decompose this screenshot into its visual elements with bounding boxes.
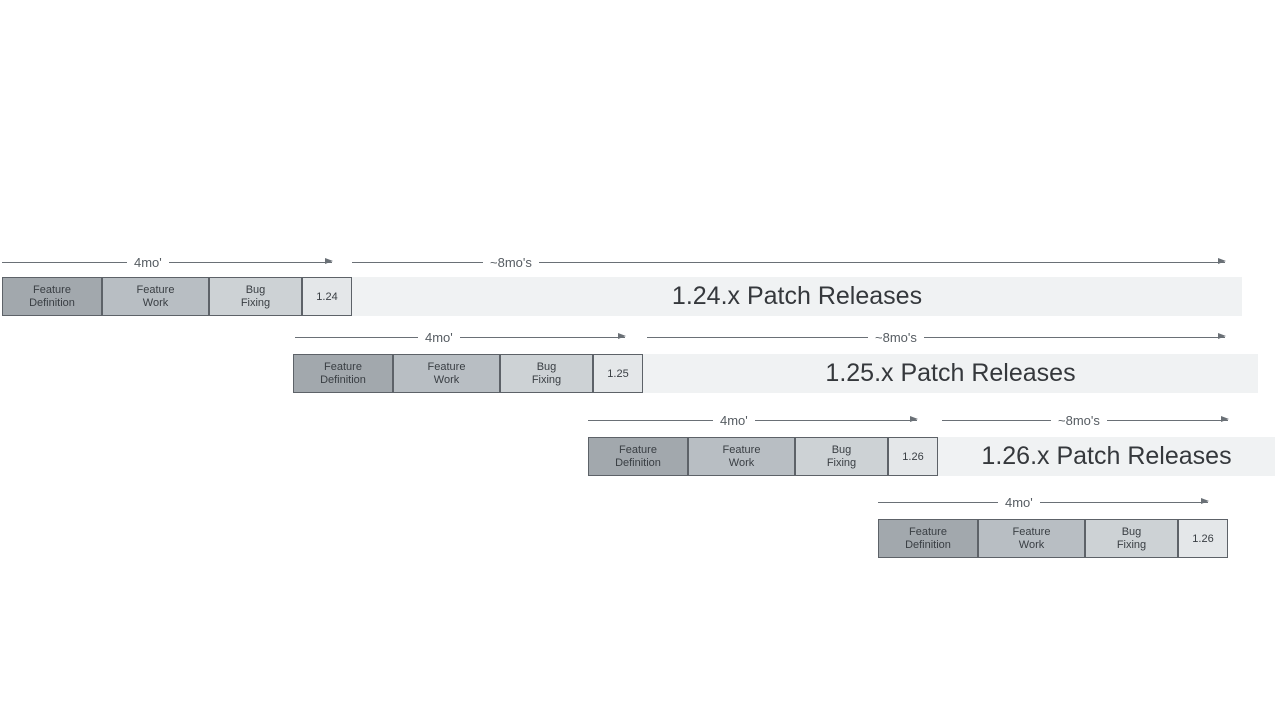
dev-duration-label: 4mo' [1005, 494, 1033, 510]
bug-fixing-box: Bug Fixing [500, 354, 593, 393]
arrow-head-line [754, 416, 919, 422]
feature-definition-box: Feature Definition [878, 519, 978, 558]
dev-duration-arrow: 4mo' [878, 493, 1210, 511]
version-label: 1.26 [1192, 532, 1214, 545]
feature-definition-box: Feature Definition [588, 437, 688, 476]
patch-releases-title: 1.25.x Patch Releases [825, 359, 1076, 387]
phase-boxes: Feature Definition Feature Work Bug Fixi… [2, 277, 352, 316]
phase-label: Feature Definition [615, 443, 661, 469]
version-box: 1.25 [593, 354, 643, 393]
version-box: 1.26 [888, 437, 938, 476]
phase-label: Bug Fixing [826, 443, 857, 469]
version-box: 1.24 [302, 277, 352, 316]
arrow-head-line [1039, 498, 1210, 504]
patch-duration-arrow: ~8mo's [647, 328, 1227, 346]
bug-fixing-box: Bug Fixing [209, 277, 302, 316]
patch-duration-arrow: ~8mo's [942, 411, 1230, 429]
phase-label: Bug Fixing [531, 360, 562, 386]
patch-releases-bar: 1.26.x Patch Releases [938, 437, 1275, 476]
dev-duration-label: 4mo' [425, 329, 453, 345]
phase-label: Feature Work [427, 360, 466, 386]
version-label: 1.25 [607, 367, 629, 380]
arrow-line [942, 419, 1051, 421]
arrow-head-line [1106, 416, 1230, 422]
feature-work-box: Feature Work [978, 519, 1085, 558]
arrow-line [352, 261, 483, 263]
arrow-head-line [459, 333, 627, 339]
patch-duration-label: ~8mo's [1058, 412, 1100, 428]
patch-releases-title: 1.24.x Patch Releases [671, 282, 923, 310]
phase-label: Feature Definition [29, 283, 75, 309]
bug-fixing-box: Bug Fixing [1085, 519, 1178, 558]
arrow-head-line [538, 258, 1227, 264]
patch-releases-bar: 1.25.x Patch Releases [643, 354, 1258, 393]
feature-work-box: Feature Work [393, 354, 500, 393]
arrow-head-line [923, 333, 1227, 339]
dev-duration-arrow: 4mo' [588, 411, 919, 429]
phase-boxes: Feature Definition Feature Work Bug Fixi… [588, 437, 938, 476]
bug-fixing-box: Bug Fixing [795, 437, 888, 476]
arrow-line [588, 419, 713, 421]
phase-label: Feature Work [1012, 525, 1051, 551]
arrow-line [647, 336, 868, 338]
patch-duration-label: ~8mo's [490, 254, 532, 270]
phase-boxes: Feature Definition Feature Work Bug Fixi… [293, 354, 643, 393]
feature-work-box: Feature Work [102, 277, 209, 316]
phase-label: Feature Work [136, 283, 175, 309]
patch-duration-arrow: ~8mo's [352, 253, 1227, 271]
dev-duration-label: 4mo' [134, 254, 162, 270]
phase-label: Feature Definition [320, 360, 366, 386]
arrow-line [878, 501, 998, 503]
version-box: 1.26 [1178, 519, 1228, 558]
phase-boxes: Feature Definition Feature Work Bug Fixi… [878, 519, 1228, 558]
arrow-head-line [168, 258, 334, 264]
feature-work-box: Feature Work [688, 437, 795, 476]
feature-definition-box: Feature Definition [293, 354, 393, 393]
phase-label: Bug Fixing [1116, 525, 1147, 551]
feature-definition-box: Feature Definition [2, 277, 102, 316]
patch-duration-label: ~8mo's [875, 329, 917, 345]
version-label: 1.26 [902, 450, 924, 463]
phase-label: Feature Definition [905, 525, 951, 551]
dev-duration-arrow: 4mo' [295, 328, 627, 346]
dev-duration-arrow: 4mo' [2, 253, 334, 271]
patch-releases-title: 1.26.x Patch Releases [981, 442, 1232, 470]
version-label: 1.24 [316, 290, 338, 303]
patch-releases-bar: 1.24.x Patch Releases [352, 277, 1242, 316]
arrow-line [2, 261, 127, 263]
phase-label: Feature Work [722, 443, 761, 469]
arrow-line [295, 336, 418, 338]
phase-label: Bug Fixing [240, 283, 271, 309]
dev-duration-label: 4mo' [720, 412, 748, 428]
